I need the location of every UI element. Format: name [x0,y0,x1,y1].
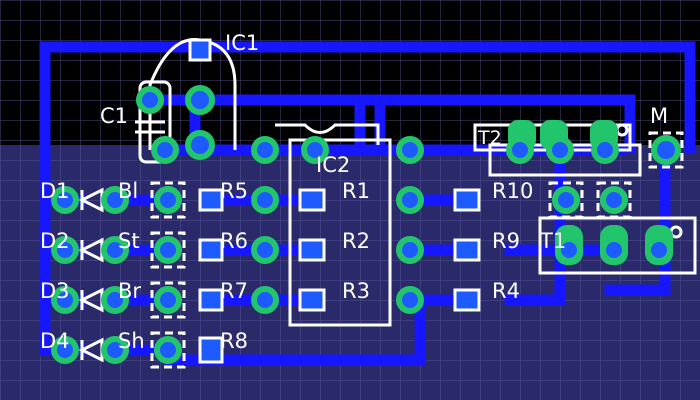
r6-pad-1 [198,238,224,262]
ic1-pad-2 [185,85,215,115]
label-d4: D4 [40,329,70,353]
label-r8: R8 [220,329,248,353]
label-r10: R10 [492,179,533,203]
d2-pad-k [101,236,129,264]
r5-pad-1 [198,188,224,212]
connector-st-pad [150,231,186,269]
extra-pad [596,181,632,219]
ic1-pad-1 [188,38,212,62]
d3-pad-k [101,286,129,314]
connector-sh-pad [150,331,186,369]
ic2-pin-2 [298,238,326,262]
label-r7: R7 [220,279,248,303]
label-st: St [118,229,140,253]
ic2-pin-8 [301,136,329,164]
ic2-pin-6 [396,186,424,214]
d4-pad-a [51,336,79,364]
label-d2: D2 [40,229,70,253]
label-c1: C1 [100,104,128,128]
r6-pad-2 [251,236,279,264]
t2-pad-3 [591,136,619,164]
ic2-pin-4 [396,286,424,314]
d1-pad-k [101,186,129,214]
pads [51,38,684,369]
label-r9: R9 [492,229,520,253]
d1-pad-a [51,186,79,214]
label-sh: Sh [118,329,145,353]
label-br: Br [118,279,141,303]
t2-pad-1 [506,136,534,164]
motor-pad [648,131,684,169]
c1-pad-2 [151,136,179,164]
label-r1: R1 [342,179,370,203]
d4-pad-k [101,336,129,364]
connector-bl-pad [150,181,186,219]
t1-pad-3 [645,236,673,264]
component-labels: IC1 C1 IC2 D1 D2 D3 D4 Bl St Br Sh R5 R6… [40,31,668,353]
t2-pad-2 [546,136,574,164]
r10-pad-2 [548,181,584,219]
label-r6: R6 [220,229,248,253]
r5-pad-2 [251,186,279,214]
r8-pad-1 [198,336,224,364]
t1-pad-1 [555,236,583,264]
d2-pad-a [51,236,79,264]
label-r2: R2 [342,229,370,253]
label-d3: D3 [40,279,70,303]
r10-pad-1 [453,188,481,212]
label-ic2: IC2 [316,153,350,177]
r4-pad-1 [453,288,481,312]
connector-br-pad [150,281,186,319]
label-r4: R4 [492,279,520,303]
ic2-pin-3 [298,288,326,312]
label-d1: D1 [40,179,70,203]
ic2-pin-1 [298,188,326,212]
ic2-pin-5 [396,236,424,264]
label-r5: R5 [220,179,248,203]
label-m: M [650,104,668,128]
ic2-notch [275,123,380,145]
c1-pad-1 [136,86,164,114]
ic2-outline [288,138,392,327]
ic1-pad-3 [185,130,215,160]
label-t1: T1 [539,229,566,253]
ic2-top-left-pad [251,136,279,164]
d3-pad-a [51,286,79,314]
r7-pad-2 [251,286,279,314]
r7-pad-1 [198,288,224,312]
r9-pad-1 [453,238,481,262]
t1-pad-2 [600,236,628,264]
label-r3: R3 [342,279,370,303]
label-ic1: IC1 [225,31,259,55]
label-bl: Bl [118,179,138,203]
label-t2: T2 [477,127,502,149]
ic2-pin-7 [396,136,424,164]
